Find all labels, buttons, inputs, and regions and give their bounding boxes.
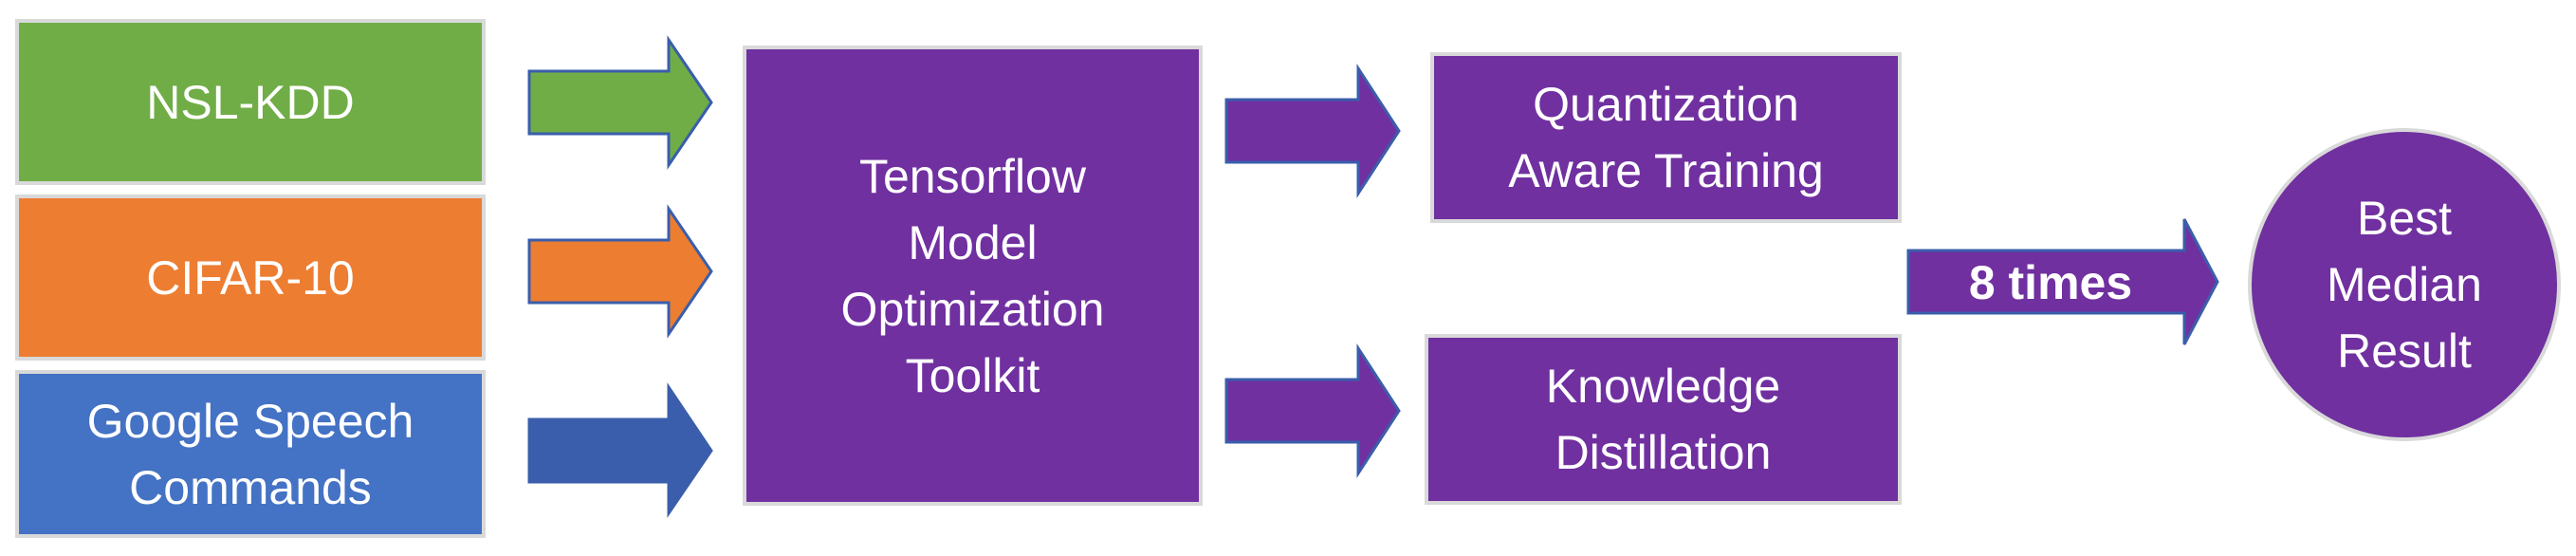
arrow-toolkit-to-qat <box>1224 63 1401 199</box>
method-label-qat: Quantization Aware Training <box>1508 78 1824 197</box>
input-label-nsl-kdd: NSL-KDD <box>146 75 355 129</box>
arrow-toolkit-to-kd <box>1224 343 1401 479</box>
arrow-repeat-to-result <box>1906 218 2219 345</box>
input-box-cifar10: CIFAR-10 <box>15 195 486 361</box>
input-label-cifar10: CIFAR-10 <box>146 250 355 305</box>
arrow-speech-to-toolkit <box>527 382 713 518</box>
method-box-qat: Quantization Aware Training <box>1430 52 1902 223</box>
result-circle: Best Median Result <box>2248 128 2561 441</box>
result-label: Best Median Result <box>2327 192 2482 378</box>
repeat-label: 8 times <box>1968 255 2133 309</box>
input-label-google-speech: Google Speech Commands <box>86 394 414 514</box>
toolkit-box: Tensorflow Model Optimization Toolkit <box>743 46 1203 506</box>
input-box-google-speech: Google Speech Commands <box>15 370 486 538</box>
method-box-kd: Knowledge Distillation <box>1425 334 1902 505</box>
input-box-nsl-kdd: NSL-KDD <box>15 19 486 185</box>
arrow-cifar10-to-toolkit <box>527 204 713 339</box>
toolkit-label: Tensorflow Model Optimization Toolkit <box>840 149 1105 402</box>
arrow-nsl-kdd-to-toolkit <box>527 35 713 170</box>
method-label-kd: Knowledge Distillation <box>1545 360 1781 479</box>
